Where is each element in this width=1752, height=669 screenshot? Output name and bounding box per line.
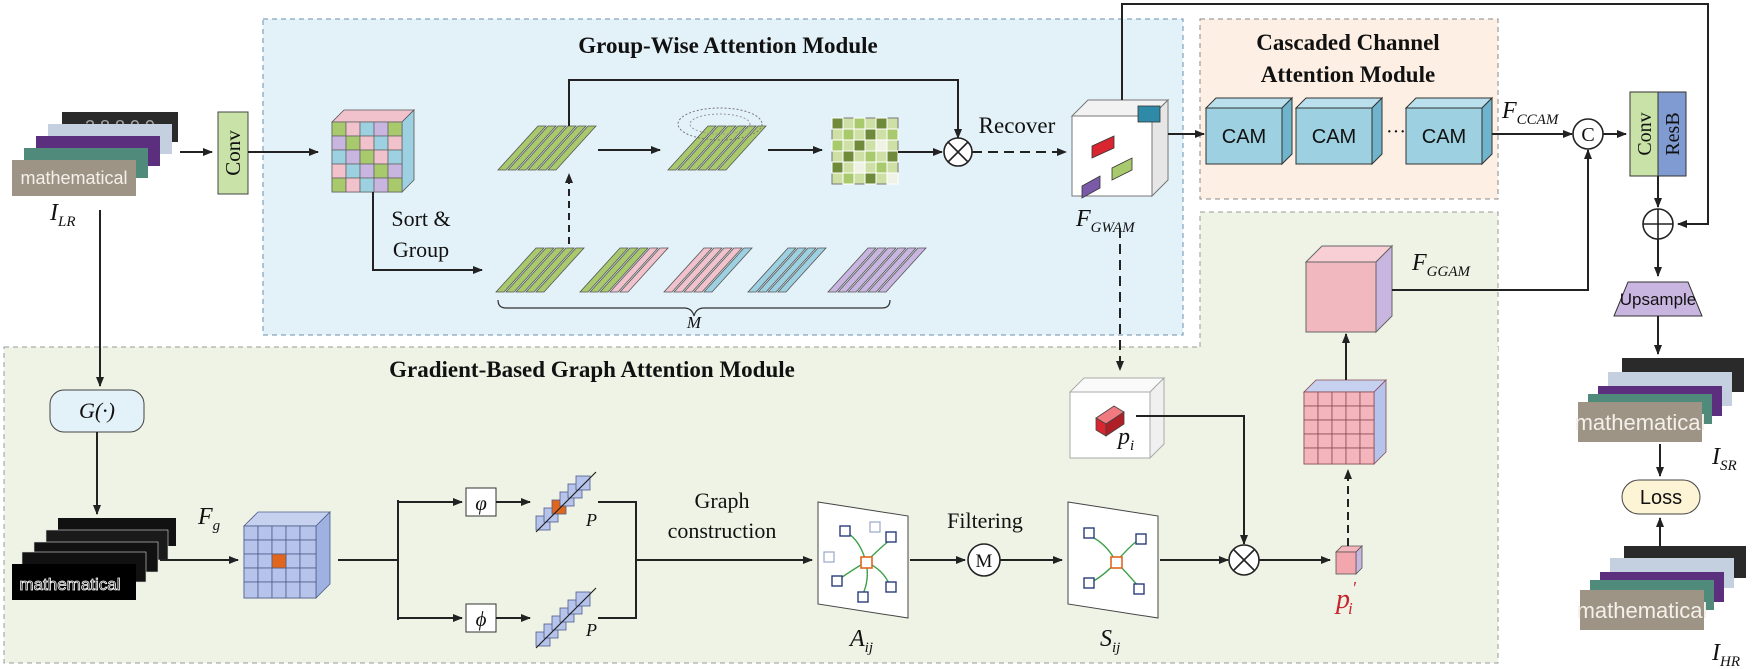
- selected-group-bars: [497, 125, 597, 171]
- i-hr-label: IHR: [1711, 640, 1740, 669]
- varphi-box: φ: [465, 487, 497, 517]
- phi-box: ϕ: [465, 603, 497, 633]
- graph-panel-sij: [1067, 501, 1159, 619]
- attention-group-bars: [667, 125, 767, 171]
- graph-panel-aij: [817, 501, 909, 619]
- ccam-title-line1: Cascaded Channel: [1256, 30, 1439, 55]
- f-g-label: Fg: [197, 504, 221, 534]
- ggam-title: Gradient-Based Graph Attention Module: [389, 357, 795, 382]
- filtering-label: Filtering: [947, 508, 1023, 533]
- refined-feature-cube: [1303, 379, 1387, 465]
- gradient-feature-cube: [243, 511, 331, 599]
- cam-ellipsis: ···: [1386, 121, 1406, 143]
- m-brace: [497, 299, 891, 317]
- cam-block-3: CAM: [1404, 96, 1494, 166]
- p-i-label: pi: [1116, 424, 1134, 454]
- conv-resb-block: Conv ResB: [1629, 91, 1687, 177]
- svg-text:CAM: CAM: [1312, 126, 1356, 148]
- f-ggam-label: FGGAM: [1411, 250, 1471, 280]
- svg-text:Conv: Conv: [1634, 112, 1656, 155]
- svg-text:φ: φ: [475, 491, 487, 515]
- graph-construction-label-line2: construction: [668, 518, 777, 543]
- attention-matrix: [831, 117, 899, 185]
- svg-text:ϕ: ϕ: [476, 607, 487, 631]
- patches-top: [535, 471, 597, 533]
- sort-group-label-line1: Sort &: [391, 206, 450, 231]
- hr-image-stack: mathematical: [1577, 546, 1746, 630]
- f-gwam-cube: [1070, 98, 1170, 199]
- concat-node: C: [1572, 118, 1604, 150]
- sr-image-stack: mathematical: [1575, 358, 1744, 442]
- svg-text:Upsample: Upsample: [1620, 290, 1697, 309]
- p-i-prime-patch: [1335, 545, 1363, 575]
- gwam-module-box: [262, 18, 1184, 336]
- gradient-image-stack: mathematical: [12, 518, 176, 600]
- p-label-bottom: P: [585, 620, 597, 640]
- gradient-operator-node: G(·): [49, 389, 145, 433]
- gradient-image-word: mathematical: [19, 575, 120, 594]
- graph-construction-label-line1: Graph: [695, 488, 750, 513]
- gwam-title: Group-Wise Attention Module: [578, 33, 877, 58]
- i-sr-label: ISR: [1711, 444, 1737, 474]
- grouped-feature-bars: [495, 247, 927, 293]
- p-i-prime-label: p′i: [1334, 578, 1357, 618]
- upsample-block: Upsample: [1613, 281, 1703, 317]
- p-i-cube: [1068, 376, 1166, 460]
- svg-text:Loss: Loss: [1640, 487, 1682, 509]
- lr-image-word: mathematical: [20, 168, 127, 188]
- cam-block-2: CAM: [1294, 96, 1384, 166]
- a-ij-label: Aij: [848, 626, 873, 656]
- sr-image-word: mathematical: [1575, 410, 1706, 435]
- p-label-top: P: [585, 510, 597, 530]
- add-node: [1642, 208, 1674, 240]
- svg-text:C: C: [1581, 124, 1594, 146]
- s-ij-label: Sij: [1100, 626, 1120, 656]
- feature-cube-colored: [331, 109, 415, 193]
- lr-image-stack: 2 8 8 9 9 mathematical: [12, 112, 178, 196]
- svg-text:ResB: ResB: [1662, 112, 1684, 155]
- ccam-title-line2: Attention Module: [1261, 62, 1435, 87]
- recover-label: Recover: [979, 113, 1056, 138]
- conv-block: Conv: [217, 111, 249, 195]
- multiply-node-gwam: [943, 137, 973, 167]
- ggam-top-outline: [1199, 211, 1499, 347]
- cam-block-1: CAM: [1204, 96, 1294, 166]
- m-brace-label: M: [686, 313, 702, 332]
- mask-node: M: [967, 543, 1001, 577]
- ggam-module-box: [3, 346, 1499, 664]
- svg-text:CAM: CAM: [1222, 126, 1266, 148]
- sort-group-label-line2: Group: [393, 237, 449, 262]
- f-gwam-label: FGWAM: [1075, 206, 1136, 236]
- multiply-node-ggam: [1228, 544, 1260, 576]
- svg-text:M: M: [976, 551, 993, 572]
- hr-image-word: mathematical: [1577, 598, 1708, 623]
- f-ggam-cube: [1304, 244, 1394, 334]
- svg-text:G(·): G(·): [79, 398, 115, 423]
- f-ccam-label: FCCAM: [1501, 98, 1560, 128]
- svg-text:Conv: Conv: [221, 130, 245, 176]
- patches-bottom: [535, 587, 597, 649]
- loss-node: Loss: [1621, 479, 1701, 515]
- svg-text:CAM: CAM: [1422, 126, 1466, 148]
- i-lr-label: ILR: [49, 200, 76, 230]
- attention-dotted-ellipse: [677, 107, 763, 141]
